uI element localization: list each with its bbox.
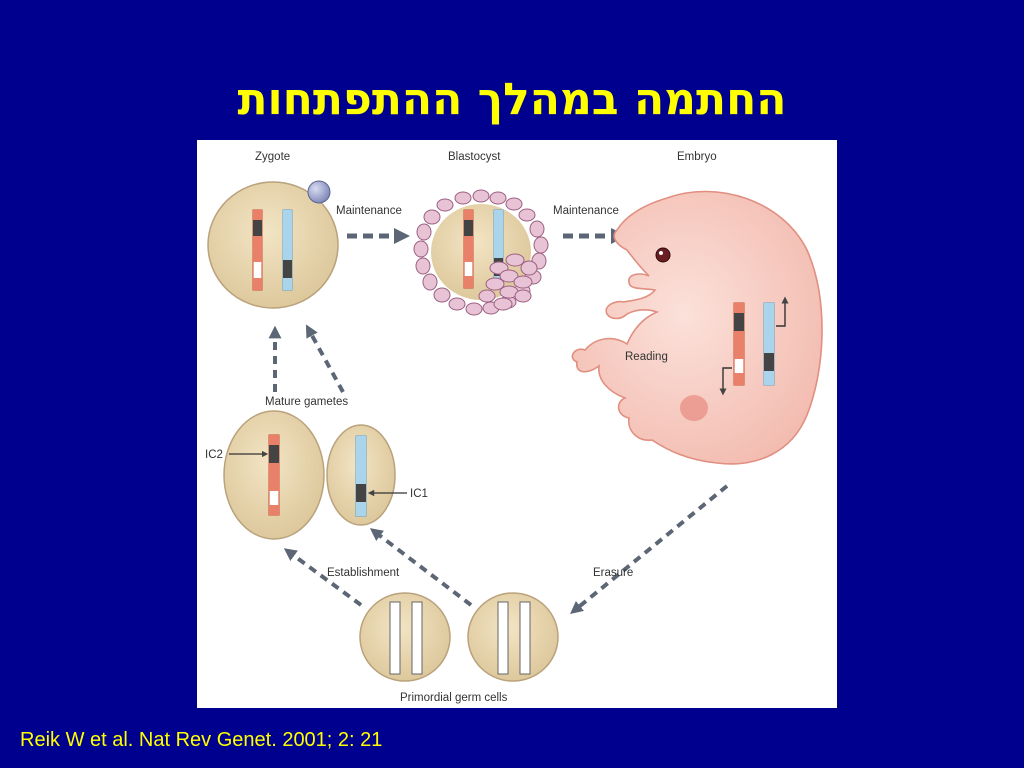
mature-gametes-stage: IC2 IC1 Mature gametes xyxy=(205,396,428,540)
zygote-stage: Zygote xyxy=(207,151,339,309)
inner-cell-mass xyxy=(478,253,538,311)
imprinting-cycle-diagram: Zygote Maintenance Blastocyst xyxy=(197,140,837,708)
pgc-chromosome xyxy=(389,601,401,675)
embryo-eye-highlight xyxy=(659,251,663,255)
label-mature-gametes: Mature gametes xyxy=(265,396,348,408)
sperm-paternal-chromosome xyxy=(355,435,367,517)
paternal-reading-arrow xyxy=(776,296,789,327)
label-reading: Reading xyxy=(625,351,668,363)
paternal-chromosome xyxy=(282,209,293,291)
label-ic1: IC1 xyxy=(410,488,428,500)
pgc-chromosome xyxy=(519,601,531,675)
pgc-chromosome xyxy=(497,601,509,675)
establishment-arrow-female xyxy=(283,548,363,607)
maternal-chromosome xyxy=(252,209,263,291)
label-establishment: Establishment xyxy=(327,567,400,579)
embryo-eye xyxy=(655,247,671,263)
blastocyst-stage: Blastocyst xyxy=(413,151,549,316)
label-zygote: Zygote xyxy=(255,151,290,163)
maternal-reading-arrow xyxy=(719,367,732,396)
erasure-arrow xyxy=(570,484,729,615)
embryo-maternal-chromosome xyxy=(733,302,745,386)
establishment-arrow-male xyxy=(369,528,473,607)
oocyte-maternal-chromosome xyxy=(268,434,280,516)
polar-body xyxy=(307,180,331,204)
embryo-stage: Embryo Reading xyxy=(571,151,823,465)
primordial-germ-cells-stage: Primordial germ cells xyxy=(359,592,559,704)
label-maintenance-2: Maintenance xyxy=(553,205,619,217)
label-primordial-germ-cells: Primordial germ cells xyxy=(400,692,508,704)
blastocyst-maternal-chromosome xyxy=(463,209,474,289)
pgc-cell-2 xyxy=(467,592,559,682)
slide-title: החתמה במהלך ההתפתחות xyxy=(237,74,787,125)
label-erasure: Erasure xyxy=(593,567,633,579)
embryo-body xyxy=(571,190,823,465)
embryo-paternal-chromosome xyxy=(763,302,775,386)
zygote-cell xyxy=(207,181,339,309)
label-ic2: IC2 xyxy=(205,449,223,461)
fertilization-arrow-paternal xyxy=(305,324,345,393)
citation: Reik W et al. Nat Rev Genet. 2001; 2: 21 xyxy=(20,729,383,751)
label-maintenance-1: Maintenance xyxy=(336,205,402,217)
pgc-cell-1 xyxy=(359,592,451,682)
label-blastocyst: Blastocyst xyxy=(448,151,501,163)
pgc-chromosome xyxy=(411,601,423,675)
embryo-limb-bud xyxy=(680,395,708,421)
label-embryo: Embryo xyxy=(677,151,717,163)
